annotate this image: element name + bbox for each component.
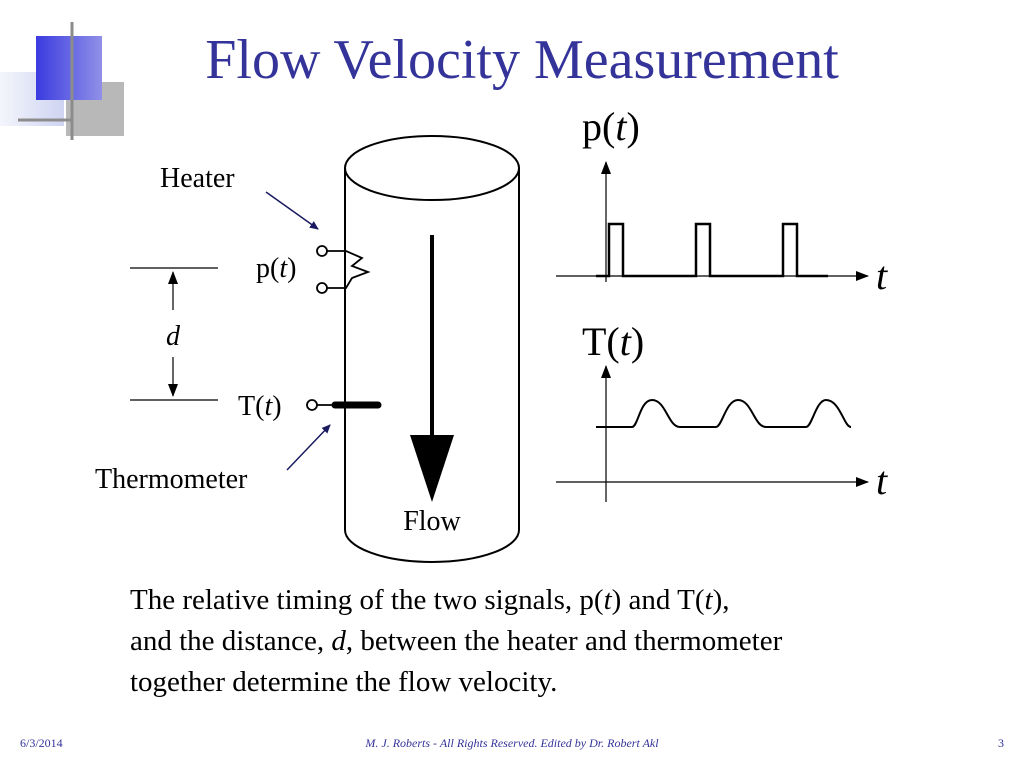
footer-date: 6/3/2014 [20,736,63,750]
pulse-graph-y-label: p(t) [582,104,640,149]
temperature-graph-y-label: T(t) [582,319,644,364]
caption: The relative timing of the two signals, … [130,580,950,703]
heater-zigzag [327,250,371,289]
heater-coil [316,245,371,294]
heater-signal-label: p(t) [256,253,296,284]
distance-dimension: d [130,267,218,401]
slide-title: Flow Velocity Measurement [205,29,839,91]
caption-line-2: and the distance, d, between the heater … [130,625,783,657]
footer-credit: M. J. Roberts - All Rights Reserved. Edi… [365,736,659,750]
thermometer-signal-label: T(t) [238,391,282,422]
temperature-graph: T(t) t [556,319,888,503]
pulse-graph-x-label: t [876,253,888,298]
heater-label: Heater [160,163,235,194]
footer-page-number: 3 [998,736,1004,750]
pipe-bottom-arc [344,529,520,563]
flow-arrow-head [410,435,454,502]
caption-line-1: The relative timing of the two signals, … [130,584,730,616]
distance-label: d [166,321,181,352]
temperature-signal-trace [596,398,852,428]
heater-terminal-bottom [316,282,328,294]
pipe-top-ellipse [344,135,520,201]
caption-line-3: together determine the flow velocity. [130,666,558,698]
temperature-graph-x-label: t [876,458,888,503]
pulse-signal-trace [596,222,828,278]
thermometer-pointer-arrow [286,424,331,471]
thermometer-terminal [306,399,318,411]
thermometer-label: Thermometer [95,464,248,495]
flow-label: Flow [403,506,461,537]
heater-pointer-arrow [265,191,319,230]
corner-square-blue [36,36,102,100]
heater-terminal-top [316,245,328,257]
pipe [344,135,520,563]
pulse-graph: p(t) t [556,104,888,298]
corner-decoration [0,22,124,140]
